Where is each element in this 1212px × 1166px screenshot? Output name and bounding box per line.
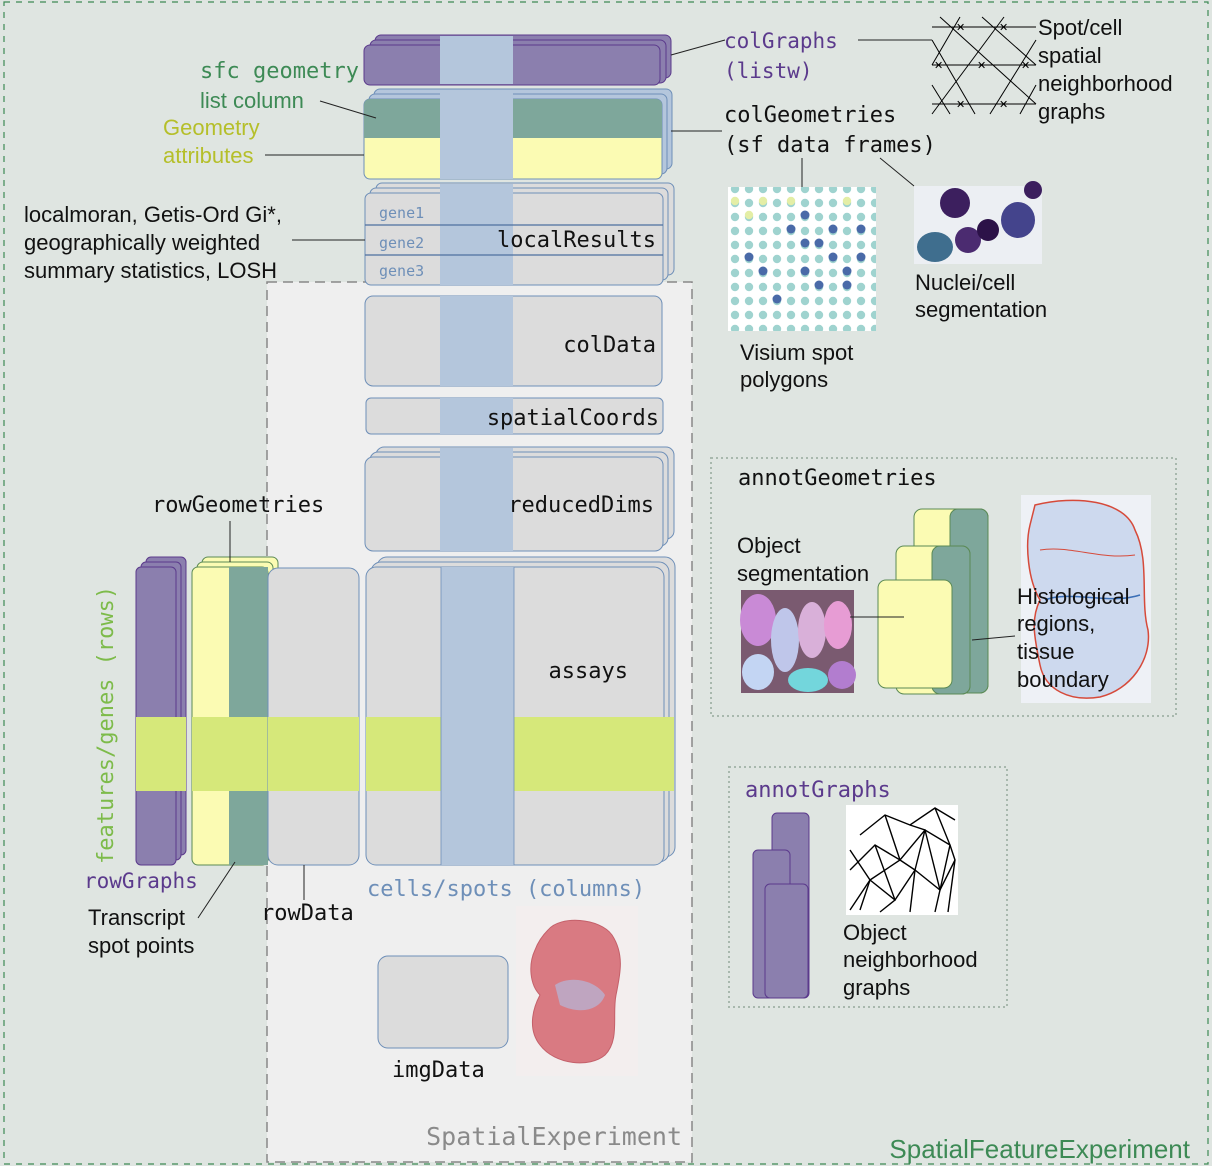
gene3-label: gene3 xyxy=(379,262,424,280)
svg-text:✕: ✕ xyxy=(999,21,1008,34)
sfc-label-1: sfc geometry xyxy=(200,59,359,84)
gene1-label: gene1 xyxy=(379,204,424,222)
colgraphs-type: (listw) xyxy=(724,59,813,83)
annotgraphs-label: annotGraphs xyxy=(745,778,891,803)
spatialcoords-block xyxy=(365,397,664,435)
localresults-desc-3: summary statistics, LOSH xyxy=(24,258,277,283)
rowgeometries-label: rowGeometries xyxy=(152,493,324,518)
annotgraphs-desc-3: graphs xyxy=(843,975,910,1000)
tissue-image xyxy=(516,906,638,1076)
coldata-label: colData xyxy=(563,333,656,358)
colgeometries-label: colGeometries xyxy=(724,103,896,128)
colgraphs-desc-4: graphs xyxy=(1038,99,1105,124)
nuclei-segmentation-image xyxy=(914,181,1042,264)
object-seg-label-2: segmentation xyxy=(737,561,869,586)
annotgraphs-stack xyxy=(752,812,810,999)
annotgeometries-stack xyxy=(877,508,989,695)
colgraphs-stack xyxy=(363,34,672,86)
colgraphs-label: colGraphs xyxy=(724,29,838,53)
assays-label: assays xyxy=(549,659,628,684)
colgraphs-desc-1: Spot/cell xyxy=(1038,15,1122,40)
svg-text:✕: ✕ xyxy=(934,59,943,72)
annotgraphs-box xyxy=(728,766,1008,1008)
reduceddims-label: reducedDims xyxy=(508,493,654,518)
sfc-label-2: list column xyxy=(200,88,304,113)
geometry-attr-label-1: Geometry xyxy=(163,115,260,140)
rowdata-block xyxy=(267,567,360,866)
coldata-block xyxy=(364,295,663,387)
nuclei-label-2: segmentation xyxy=(915,297,1047,322)
transcript-label-2: spot points xyxy=(88,933,194,958)
object-segmentation-image xyxy=(740,590,856,693)
visium-spots-image xyxy=(728,187,876,331)
assays-stack xyxy=(365,556,676,866)
spot-neighborhood-graph-image: ✕ ✕ ✕ ✕ ✕ ✕ ✕ xyxy=(931,16,1037,115)
histology-label-3: tissue xyxy=(1017,639,1074,664)
localresults-label: localResults xyxy=(497,228,656,253)
annotgraphs-desc-1: Object xyxy=(843,920,907,945)
annotgeometries-label: annotGeometries xyxy=(738,466,937,491)
localresults-desc-1: localmoran, Getis-Ord Gi*, xyxy=(24,202,282,227)
features-axis-label: features/genes (rows) xyxy=(94,586,119,864)
histology-label-1: Histological xyxy=(1017,584,1130,609)
rowgraphs-stack xyxy=(135,556,187,866)
transcript-label-1: Transcript xyxy=(88,905,185,930)
spatialexperiment-label: SpatialExperiment xyxy=(426,1122,682,1151)
annotgeometries-box xyxy=(710,457,1177,717)
annotgraphs-desc-2: neighborhood xyxy=(843,947,978,972)
nuclei-label-1: Nuclei/cell xyxy=(915,270,1015,295)
rowgeometries-stack xyxy=(191,556,279,866)
visium-label-2: polygons xyxy=(740,367,828,392)
gene2-label: gene2 xyxy=(379,234,424,252)
sfe-frame xyxy=(3,1,1209,1165)
object-neighborhood-graph-image xyxy=(846,805,958,915)
object-seg-label-1: Object xyxy=(737,533,801,558)
histology-label-4: boundary xyxy=(1017,667,1109,692)
colgraphs-desc-2: spatial xyxy=(1038,43,1102,68)
imgdata-block xyxy=(377,955,509,1049)
reduceddims-stack xyxy=(364,446,675,552)
rowgraphs-label: rowGraphs xyxy=(84,869,198,893)
histology-image xyxy=(1021,495,1151,703)
svg-text:✕: ✕ xyxy=(999,98,1008,111)
svg-text:✕: ✕ xyxy=(1021,59,1030,72)
localresults-desc-2: geographically weighted xyxy=(24,230,260,255)
geometry-attr-label-2: attributes xyxy=(163,143,254,168)
sfe-label: SpatialFeatureExperiment xyxy=(889,1134,1190,1164)
rowdata-label: rowData xyxy=(261,901,354,926)
colgeometries-stack xyxy=(363,88,673,180)
colgraphs-desc-3: neighborhood xyxy=(1038,71,1173,96)
leader-lines xyxy=(197,39,1016,919)
imgdata-label: imgData xyxy=(392,1058,485,1083)
svg-text:✕: ✕ xyxy=(956,98,965,111)
svg-text:✕: ✕ xyxy=(956,21,965,34)
cells-axis-label: cells/spots (columns) xyxy=(367,877,645,902)
histology-label-2: regions, xyxy=(1017,611,1095,636)
visium-label-1: Visium spot xyxy=(740,340,853,365)
svg-text:✕: ✕ xyxy=(977,59,986,72)
localresults-stack xyxy=(364,182,675,286)
colgeometries-type: (sf data frames) xyxy=(724,133,936,158)
spatialcoords-label: spatialCoords xyxy=(487,406,659,431)
